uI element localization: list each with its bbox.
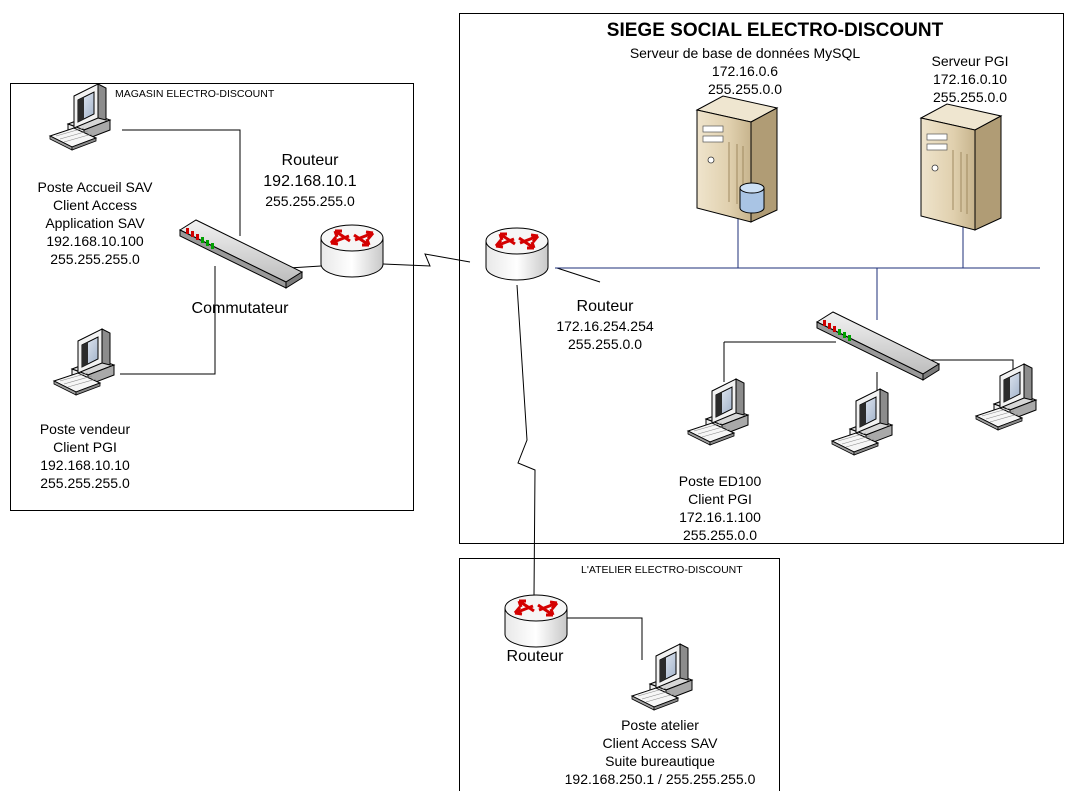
poste-vendeur-label: Poste vendeur Client PGI 192.168.10.10 2… bbox=[10, 420, 160, 492]
mysql-server-label: Serveur de base de données MySQL 172.16.… bbox=[600, 44, 890, 98]
magasin-router-name: Routeur bbox=[281, 152, 339, 169]
siege-router-icon bbox=[484, 226, 550, 282]
siege-zone-frame bbox=[459, 13, 1064, 544]
network-links bbox=[120, 129, 1014, 660]
atelier-router-label: Routeur bbox=[506, 648, 564, 665]
poste-accueil-sav-ip: 192.168.10.100 bbox=[46, 233, 144, 249]
poste-vendeur-ip: 192.168.10.10 bbox=[40, 457, 130, 473]
siege-router-mask: 255.255.0.0 bbox=[568, 336, 642, 352]
pgi-server-icon bbox=[920, 103, 1002, 231]
poste-ed100-label: Poste ED100 Client PGI 172.16.1.100 255.… bbox=[660, 472, 780, 544]
magasin-zone-label: MAGASIN ELECTRO-DISCOUNT bbox=[115, 88, 275, 100]
atelier-zone-label: L'ATELIER ELECTRO-DISCOUNT bbox=[581, 564, 743, 576]
database-icon bbox=[739, 182, 765, 214]
siege-lan bbox=[555, 215, 1040, 320]
poste-accueil-sav-name: Poste Accueil SAV bbox=[37, 179, 153, 195]
siege-router-label: Routeur 172.16.254.254 255.255.0.0 bbox=[540, 297, 670, 353]
magasin-router-label: Routeur 192.168.10.1 255.255.255.0 bbox=[240, 150, 380, 210]
poste-atelier-label: Poste atelier Client Access SAV Suite bu… bbox=[545, 716, 775, 788]
poste-ed100-mask: 255.255.0.0 bbox=[683, 527, 757, 543]
siege-computer-3-icon bbox=[975, 363, 1037, 431]
poste-atelier-name: Poste atelier bbox=[621, 717, 699, 733]
poste-ed100-client: Client PGI bbox=[688, 491, 752, 507]
poste-accueil-sav-label: Poste Accueil SAV Client Access Applicat… bbox=[10, 178, 180, 268]
mysql-server-icon bbox=[696, 95, 778, 223]
pgi-server-ip: 172.16.0.10 bbox=[933, 71, 1007, 87]
magasin-router-ip: 192.168.10.1 bbox=[263, 173, 357, 190]
siege-switch-icon bbox=[816, 311, 940, 381]
atelier-router-icon bbox=[503, 593, 569, 649]
pgi-server-label: Serveur PGI 172.16.0.10 255.255.0.0 bbox=[915, 52, 1025, 106]
poste-accueil-sav-client: Client Access bbox=[52, 197, 138, 213]
poste-vendeur-mask: 255.255.255.0 bbox=[40, 475, 130, 491]
siege-zone-title: SIEGE SOCIAL ELECTRO-DISCOUNT bbox=[606, 20, 944, 41]
magasin-zone-frame bbox=[10, 83, 414, 511]
poste-accueil-sav-computer-icon bbox=[49, 83, 111, 151]
poste-accueil-sav-mask: 255.255.255.0 bbox=[50, 251, 140, 267]
poste-vendeur-computer-icon bbox=[53, 328, 115, 396]
mysql-server-name: Serveur de base de données MySQL bbox=[629, 45, 861, 61]
poste-accueil-sav-app: Application SAV bbox=[45, 215, 145, 231]
siege-router-name: Routeur bbox=[576, 298, 634, 315]
poste-ed100-name: Poste ED100 bbox=[678, 473, 762, 489]
poste-atelier-client: Client Access SAV bbox=[602, 735, 718, 751]
commutateur-label: Commutateur bbox=[191, 300, 289, 317]
mysql-server-mask: 255.255.0.0 bbox=[708, 81, 782, 97]
magasin-router-icon bbox=[319, 223, 385, 279]
poste-vendeur-client: Client PGI bbox=[53, 439, 117, 455]
poste-ed100-computer-icon bbox=[687, 378, 749, 446]
poste-atelier-address: 192.168.250.1 / 255.255.255.0 bbox=[564, 771, 756, 787]
pgi-server-mask: 255.255.0.0 bbox=[933, 89, 1007, 105]
poste-atelier-suite: Suite bureautique bbox=[605, 753, 715, 769]
magasin-router-mask: 255.255.255.0 bbox=[265, 193, 355, 209]
siege-computer-2-icon bbox=[831, 388, 893, 456]
magasin-switch-icon bbox=[179, 219, 303, 289]
atelier-zone-frame bbox=[459, 558, 780, 791]
poste-vendeur-name: Poste vendeur bbox=[39, 421, 131, 437]
pgi-server-name: Serveur PGI bbox=[931, 53, 1009, 69]
poste-atelier-computer-icon bbox=[631, 643, 693, 711]
poste-ed100-ip: 172.16.1.100 bbox=[679, 509, 761, 525]
mysql-server-ip: 172.16.0.6 bbox=[711, 63, 779, 79]
siege-router-ip: 172.16.254.254 bbox=[556, 318, 654, 334]
